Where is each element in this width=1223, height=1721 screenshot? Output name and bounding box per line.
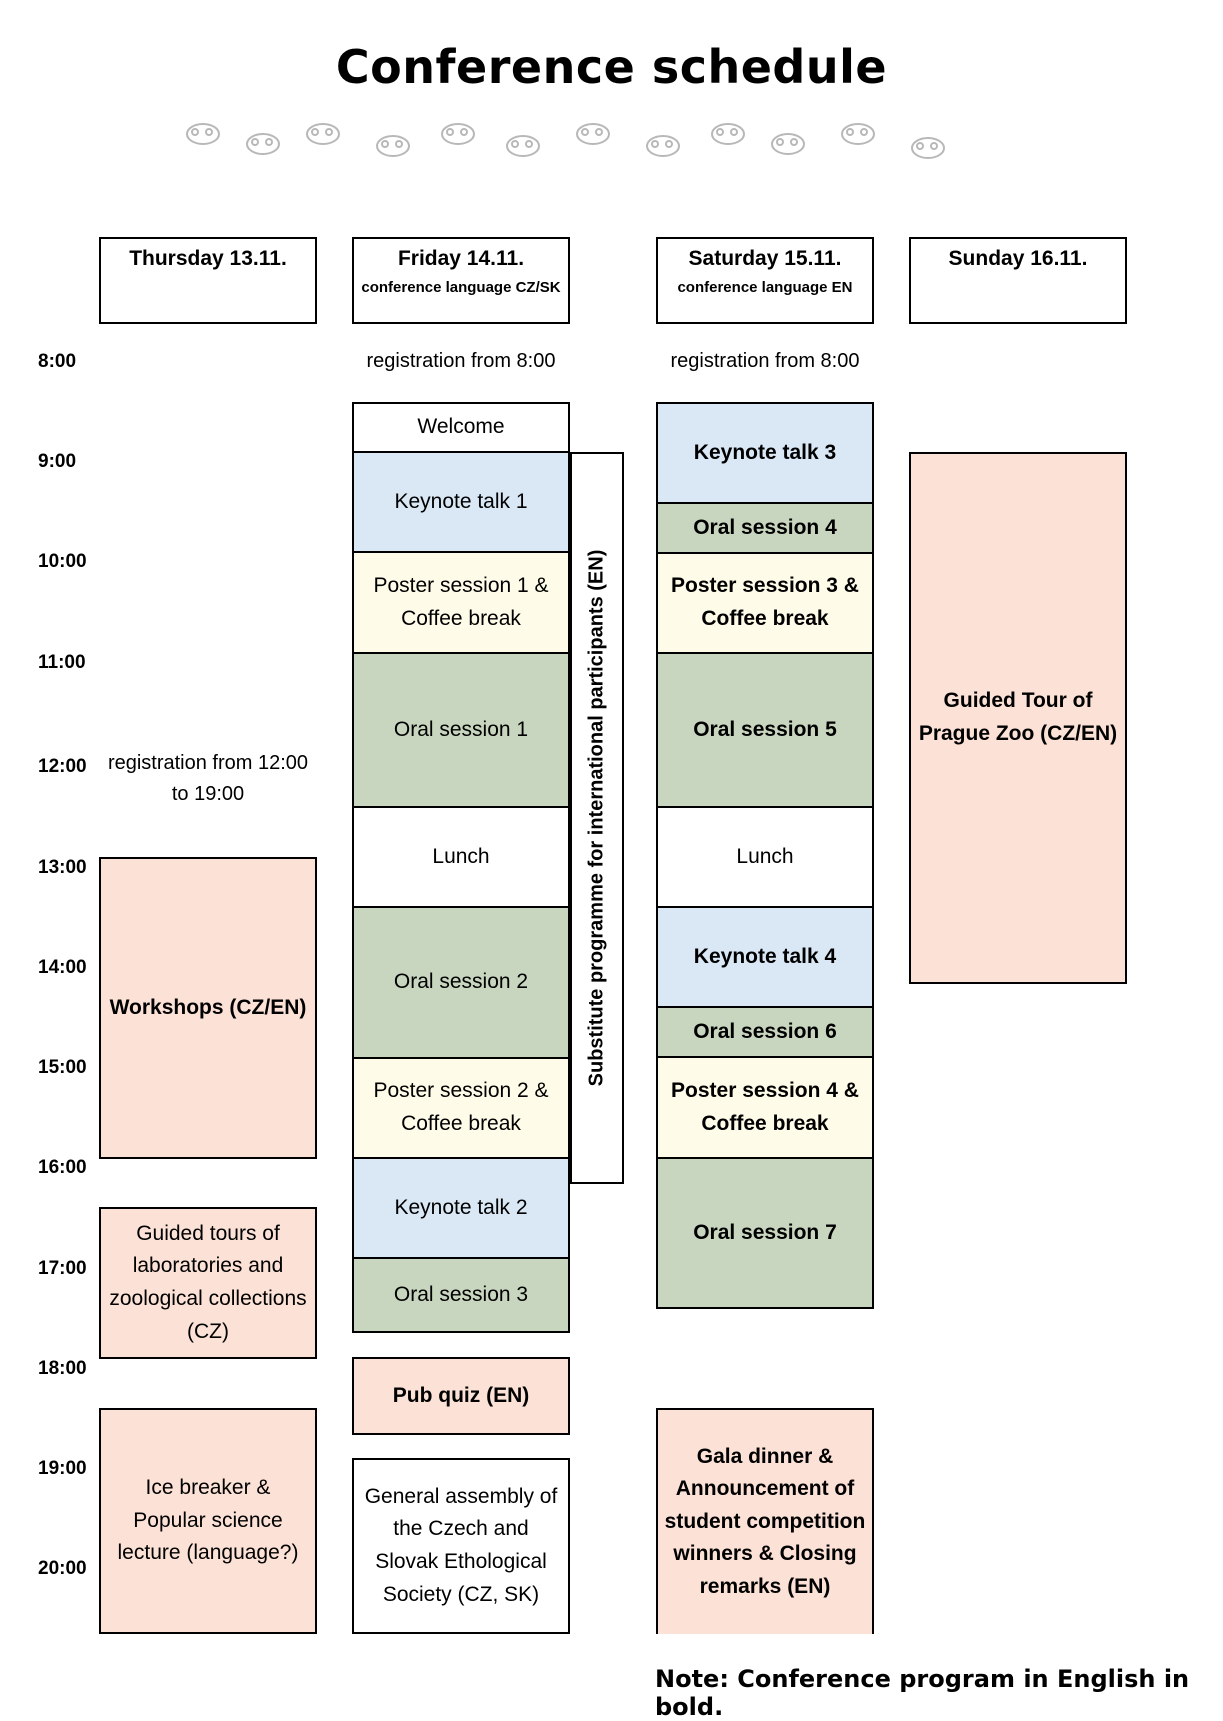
friday-registration-note: registration from 8:00 [366,350,556,372]
time-label: 17:00 [38,1258,87,1279]
time-label: 15:00 [38,1057,87,1078]
doodle-icon [841,123,875,145]
time-label: 18:00 [38,1358,87,1379]
friday-pub-quiz: Pub quiz (EN) [352,1357,570,1435]
friday-keynote-1: Keynote talk 1 [352,451,570,553]
time-label: 14:00 [38,957,87,978]
page-title: Conference schedule [335,40,888,94]
saturday-registration-note: registration from 8:00 [670,350,860,372]
saturday-keynote-4: Keynote talk 4 [656,906,874,1008]
doodle-icon [911,137,945,159]
saturday-lunch: Lunch [656,806,874,908]
doodle-icon [186,123,220,145]
day-name: Saturday 15.11. [688,247,842,270]
day-name: Sunday 16.11. [948,247,1088,270]
day-header-friday: Friday 14.11. conference language CZ/SK [352,237,570,324]
day-header-saturday: Saturday 15.11. conference language EN [656,237,874,324]
sunday-zoo-tour: Guided Tour of Prague Zoo (CZ/EN) [909,452,1127,984]
doodle-icon [576,123,610,145]
doodle-icon [771,133,805,155]
friday-general-assembly: General assembly of the Czech and Slovak… [352,1458,570,1634]
saturday-keynote-3: Keynote talk 3 [656,402,874,504]
thursday-workshops: Workshops (CZ/EN) [99,857,317,1159]
friday-lunch: Lunch [352,806,570,908]
doodle-icon [246,133,280,155]
thursday-ice-breaker: Ice breaker & Popular science lecture (l… [99,1408,317,1634]
friday-keynote-2: Keynote talk 2 [352,1157,570,1259]
time-label: 12:00 [38,756,87,777]
saturday-gala-dinner: Gala dinner & Announcement of student co… [656,1408,874,1634]
day-language: conference language CZ/SK [361,279,561,296]
time-label: 9:00 [38,451,77,472]
saturday-oral-session-5: Oral session 5 [656,652,874,808]
doodle-icon [306,123,340,145]
day-header-sunday: Sunday 16.11. [909,237,1127,324]
thursday-guided-tours: Guided tours of laboratories and zoologi… [99,1207,317,1359]
day-header-thursday: Thursday 13.11. [99,237,317,324]
time-label: 19:00 [38,1458,87,1479]
substitute-programme: Substitute programme for international p… [570,452,624,1184]
friday-oral-session-1: Oral session 1 [352,652,570,808]
time-label: 11:00 [38,652,86,673]
doodle-icon [376,135,410,157]
day-language: conference language EN [677,279,853,296]
friday-oral-session-2: Oral session 2 [352,906,570,1059]
time-label: 10:00 [38,551,87,572]
doodle-icon [441,123,475,145]
friday-welcome: Welcome [352,402,570,453]
saturday-oral-session-4: Oral session 4 [656,502,874,554]
time-label: 13:00 [38,857,87,878]
doodle-icon [711,123,745,145]
saturday-oral-session-7: Oral session 7 [656,1157,874,1309]
thursday-registration-note: registration from 12:00 to 19:00 [107,752,309,805]
friday-poster-session-1: Poster session 1 & Coffee break [352,551,570,654]
friday-oral-session-3: Oral session 3 [352,1257,570,1333]
day-name: Thursday 13.11. [129,247,287,270]
footnote: Note: Conference program in English in b… [655,1665,1190,1721]
friday-poster-session-2: Poster session 2 & Coffee break [352,1057,570,1159]
time-label: 16:00 [38,1157,87,1178]
time-label: 8:00 [38,351,77,372]
substitute-programme-label: Substitute programme for international p… [585,549,608,1087]
doodle-icon [506,135,540,157]
saturday-oral-session-6: Oral session 6 [656,1006,874,1058]
saturday-poster-session-4: Poster session 4 & Coffee break [656,1056,874,1159]
doodle-icon [646,135,680,157]
time-label: 20:00 [38,1558,87,1579]
day-name: Friday 14.11. [397,247,525,270]
saturday-poster-session-3: Poster session 3 & Coffee break [656,552,874,654]
doodle-decoration [186,123,945,159]
